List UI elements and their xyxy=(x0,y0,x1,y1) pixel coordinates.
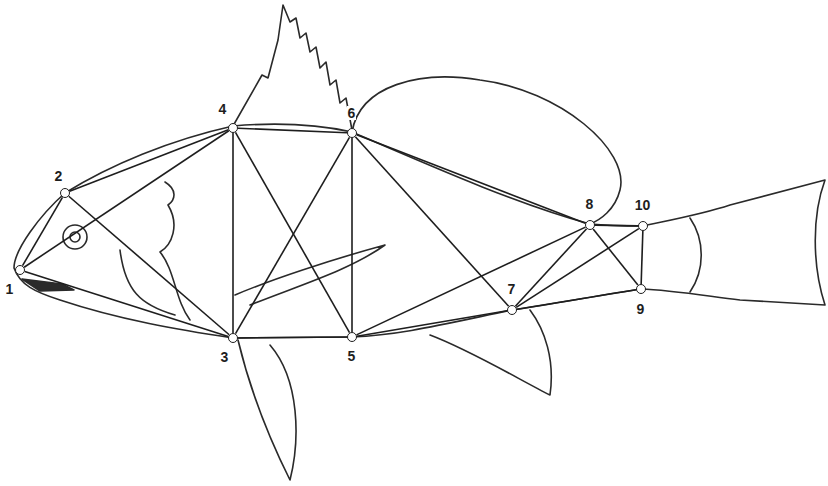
landmark-point: 4 xyxy=(228,123,238,133)
truss-line xyxy=(357,227,586,335)
truss-line xyxy=(238,128,347,133)
truss-line xyxy=(235,132,349,332)
landmark-point: 3 xyxy=(228,333,238,343)
truss-line xyxy=(232,133,234,333)
landmark-point: 5 xyxy=(347,332,357,342)
anal-fin xyxy=(430,310,551,395)
landmark-number: 3 xyxy=(220,350,230,364)
landmark-number: 6 xyxy=(347,106,357,120)
landmark-point: 9 xyxy=(636,284,646,294)
tail-base-curve xyxy=(690,218,701,292)
truss-line xyxy=(515,229,586,307)
truss-line xyxy=(238,336,347,339)
truss-line xyxy=(69,196,229,334)
truss-line xyxy=(517,290,636,309)
landmark-number: 7 xyxy=(507,282,517,296)
landmark-number: 4 xyxy=(218,102,228,116)
pelvic-fin xyxy=(238,340,296,480)
truss-line xyxy=(236,137,350,333)
truss-line xyxy=(593,229,638,285)
landmark-number: 5 xyxy=(347,349,357,363)
landmark-point: 7 xyxy=(507,305,517,315)
truss-line xyxy=(516,229,639,308)
spiny-dorsal-fin xyxy=(233,5,352,130)
landmark-number: 10 xyxy=(634,198,652,212)
landmark-point: 2 xyxy=(60,188,70,198)
operculum xyxy=(160,182,190,320)
landmark-point: 8 xyxy=(585,220,595,230)
truss-line xyxy=(595,224,638,226)
soft-dorsal-fin xyxy=(352,77,621,224)
truss-line xyxy=(641,231,643,284)
truss-line xyxy=(25,272,228,337)
landmark-point: 6 xyxy=(347,128,357,138)
truss-line xyxy=(357,135,586,223)
truss-line xyxy=(70,130,229,191)
landmark-point: 10 xyxy=(638,221,648,231)
landmark-point: 1 xyxy=(15,265,25,275)
landmark-number: 8 xyxy=(585,197,595,211)
landmark-number: 2 xyxy=(54,169,64,183)
landmark-number: 9 xyxy=(636,302,646,316)
truss-line xyxy=(351,138,353,332)
landmark-number: 1 xyxy=(5,282,15,296)
truss-line xyxy=(355,137,508,307)
fish-body-outline xyxy=(14,124,825,338)
